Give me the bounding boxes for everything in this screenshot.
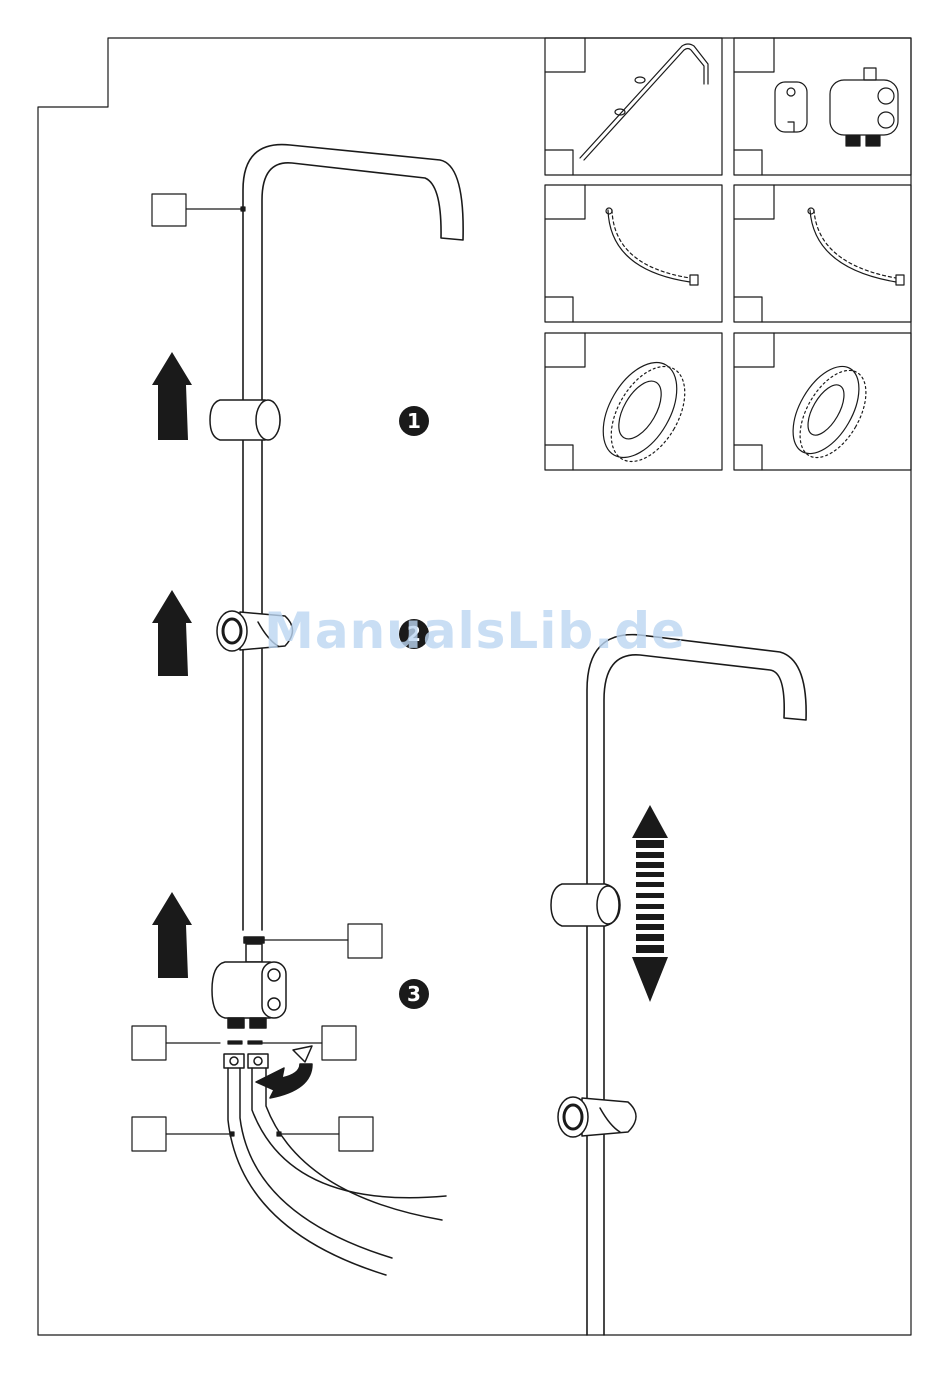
step-2-badge: 2 bbox=[399, 619, 429, 649]
part-washer-thumbnail-1 bbox=[588, 350, 700, 474]
diverter-block bbox=[212, 924, 382, 1028]
part-hose-thumbnail-2 bbox=[808, 208, 904, 285]
part-hose-thumbnail-1 bbox=[606, 208, 698, 285]
right-rail-holder-1 bbox=[551, 884, 620, 926]
step-3-badge: 3 bbox=[399, 979, 429, 1009]
step-1-badge: 1 bbox=[399, 406, 429, 436]
left-shower-rail bbox=[243, 145, 463, 930]
page-frame bbox=[38, 38, 911, 1335]
hose-connections bbox=[224, 1046, 446, 1275]
rail-holder-2 bbox=[217, 611, 293, 651]
right-shower-rail bbox=[587, 635, 806, 1335]
right-rail-holder-2 bbox=[558, 1097, 636, 1137]
rail-holder-1 bbox=[210, 400, 280, 440]
part-rail-thumbnail bbox=[580, 44, 708, 160]
up-arrows bbox=[152, 352, 192, 978]
up-down-arrow bbox=[632, 805, 668, 1002]
part-washer-thumbnail-2 bbox=[779, 355, 879, 468]
hose-labels bbox=[132, 1117, 373, 1151]
rail-label bbox=[152, 194, 245, 226]
part-holder-thumbnail bbox=[775, 68, 898, 146]
